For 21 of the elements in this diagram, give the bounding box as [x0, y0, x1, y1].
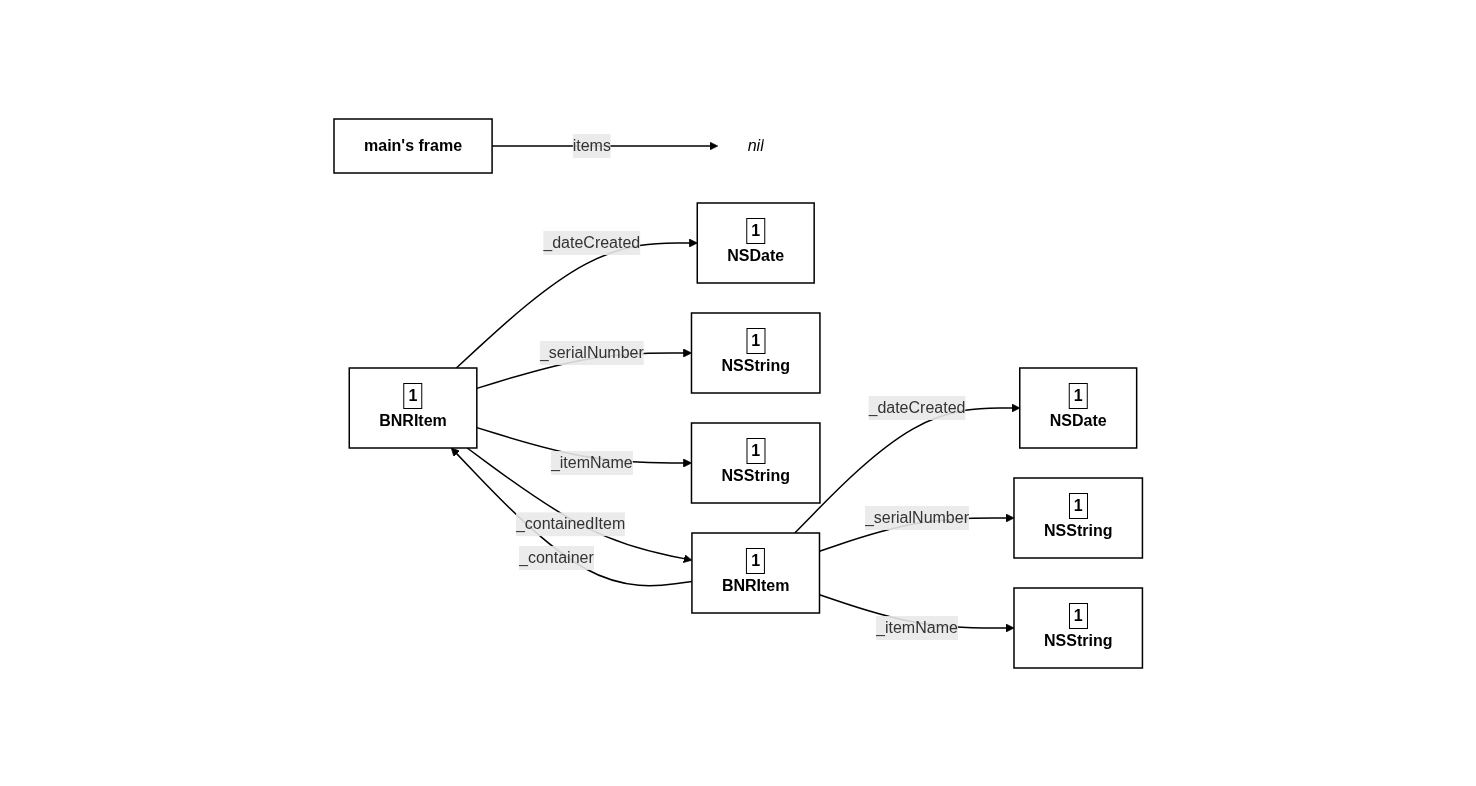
edge-label: _dateCreated — [868, 398, 966, 416]
edge-label: _itemName — [550, 453, 633, 471]
node-box: 1 NSDate — [1018, 366, 1138, 449]
edge-label: _container — [518, 548, 594, 566]
edge-label: _serialNumber — [539, 343, 644, 361]
node-box: 1 NSString — [1013, 586, 1143, 669]
edge-label: _serialNumber — [864, 508, 969, 526]
node-box: 1 NSString — [1013, 476, 1143, 559]
arrow — [793, 403, 1020, 534]
node-box: 1 NSString — [690, 311, 821, 394]
node-box: 1 NSString — [690, 421, 821, 504]
edge-label: _itemName — [875, 618, 958, 636]
node-box: 1 BNRItem — [690, 531, 820, 614]
node-box: 1 NSDate — [696, 201, 815, 284]
node-text: nil — [747, 136, 764, 154]
edge-label: items — [572, 136, 611, 154]
edge-label: _dateCreated — [543, 233, 641, 251]
edge-label: _containedItem — [515, 514, 626, 532]
arrow — [455, 238, 698, 369]
node-box: main's frame — [333, 117, 493, 174]
node-box: 1 BNRItem — [348, 366, 478, 449]
